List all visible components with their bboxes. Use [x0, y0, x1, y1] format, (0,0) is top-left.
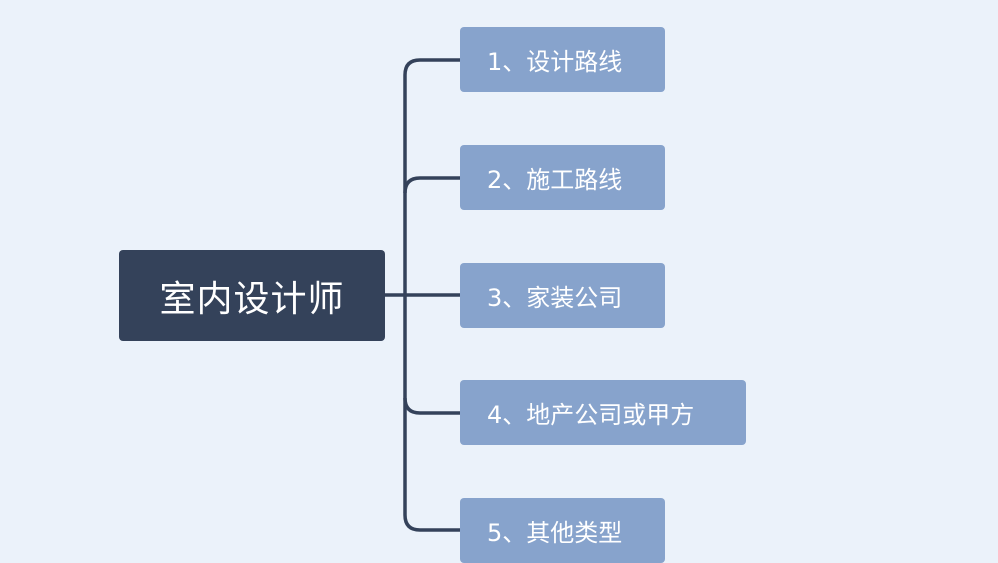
branch-topic-3[interactable]: 3、家装公司 — [460, 263, 665, 328]
branch-topic-label: 3、家装公司 — [487, 284, 623, 312]
branch-topic-label: 1、设计路线 — [487, 48, 623, 76]
root-topic[interactable]: 室内设计师 — [119, 250, 385, 341]
branch-topic-5[interactable]: 5、其他类型 — [460, 498, 665, 563]
branch-topic-label: 4、地产公司或甲方 — [487, 401, 695, 429]
branch-connector-2 — [403, 176, 460, 194]
branch-topic-label: 5、其他类型 — [487, 519, 623, 547]
branch-topic-4[interactable]: 4、地产公司或甲方 — [460, 380, 746, 445]
root-topic-label: 室内设计师 — [159, 278, 345, 320]
branch-topic-label: 2、施工路线 — [487, 166, 623, 194]
branch-topic-2[interactable]: 2、施工路线 — [460, 145, 665, 210]
branch-topic-1[interactable]: 1、设计路线 — [460, 27, 665, 92]
branch-connector-4 — [403, 397, 460, 415]
